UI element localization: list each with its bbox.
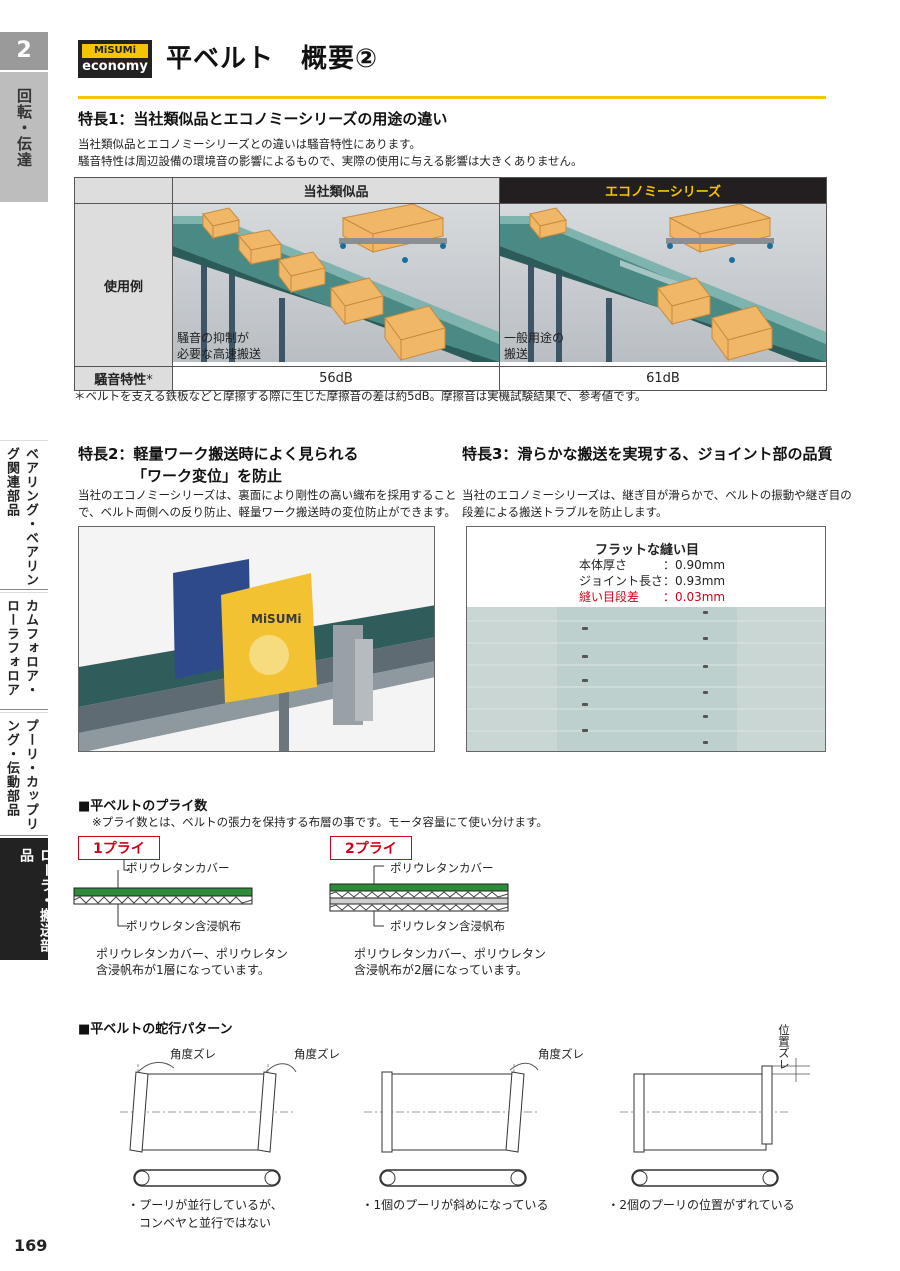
sidebar-item-roller-active[interactable]: ローラ・搬送部品 [0, 838, 54, 960]
seam-spec-label: ジョイント長さ [579, 574, 664, 588]
sidebar-item-bearing[interactable]: ベアリング・ベアリング関連部品 [0, 440, 48, 590]
usage-illustration-similar: 騒音の抑制が 必要な高速搬送 [172, 203, 500, 367]
ply-2-top-label: ポリウレタンカバー [390, 861, 494, 875]
conveyor-illustration-icon [173, 203, 499, 362]
caption-line: ・プーリが並行しているが、 [127, 1198, 283, 1212]
noise-value-economy: 61dB [499, 366, 827, 391]
desc-line: 含浸帆布が1層になっています。 [96, 963, 270, 977]
feature2-text-line: 当社のエコノミーシリーズは、裏面により剛性の高い織布を採用すること [78, 488, 457, 502]
feature2-heading: 特長2：軽量ワーク搬送時によく見られる 「ワーク変位」を防止 [78, 443, 358, 487]
ply-2-label: 2プライ [330, 836, 412, 860]
seam-box-title: フラットな縫い目 [594, 543, 699, 558]
feature2-text: 当社のエコノミーシリーズは、裏面により剛性の高い織布を採用すること で、ベルト両… [78, 487, 456, 521]
ply-2-diagram-icon [329, 865, 509, 927]
snake-case3-diagram-icon [620, 1058, 810, 1187]
feature1-heading: 特長1：当社類似品とエコノミーシリーズの用途の違い [78, 110, 448, 128]
ply-heading: ■平ベルトのプライ数 [78, 799, 208, 814]
feature2-photo: MiSUMi [78, 526, 435, 752]
page-number: 169 [14, 1236, 48, 1255]
angle-label-2: 角度ズレ [538, 1047, 584, 1061]
box-brand-text: MiSUMi [251, 612, 302, 626]
usage-caption-economy: 一般用途の 搬送 [504, 330, 564, 362]
seam-spec-row: 縫い目段差 ：0.03mm [579, 589, 725, 605]
table-corner [74, 177, 173, 204]
title-underline [78, 96, 826, 99]
snake-case1-diagram-icon [120, 1062, 297, 1187]
feature3-text-line: 当社のエコノミーシリーズは、継ぎ目が滑らかで、ベルトの振動や継ぎ目の [462, 488, 852, 502]
comparison-table: 当社類似品 エコノミーシリーズ 使用例 [74, 177, 827, 391]
feature1-footnote: ＊ベルトを支える鉄板などと摩擦する際に生じた摩擦音の差は約5dB。摩擦音は実機試… [74, 389, 647, 403]
ply-2-bottom-label: ポリウレタン含浸帆布 [390, 919, 505, 933]
noise-value-similar: 56dB [172, 366, 500, 391]
conveyor-illustration-icon [500, 203, 826, 362]
belt-seam-photo-icon [467, 607, 825, 751]
snake-case2-diagram-icon [364, 1062, 540, 1187]
snake-case1-caption: ・プーリが並行しているが、 コンベヤと並行ではない [120, 1196, 290, 1232]
row-label-usage: 使用例 [74, 203, 173, 367]
usage-illustration-economy: 一般用途の 搬送 [499, 203, 827, 367]
ply-note: ※プライ数とは、ベルトの張力を保持する布層の事です。モータ容量にて使い分けます。 [92, 815, 548, 829]
feature1-text: 当社類似品とエコノミーシリーズとの違いは騒音特性にあります。 騒音特性は周辺設備… [78, 136, 583, 170]
feature1-text-line: 騒音特性は周辺設備の環境音の影響によるもので、実際の使用に与える影響は大きくあり… [78, 154, 583, 168]
caption-line: 騒音の抑制が [177, 331, 250, 345]
row-label-noise-text: 騒音特性 [94, 373, 147, 388]
ply-2-description: ポリウレタンカバー、ポリウレタン 含浸帆布が2層になっています。 [354, 946, 546, 978]
sidebar-item-label: プーリ・カップリング・伝動部品 [4, 719, 38, 831]
seam-spec-row: ジョイント長さ：0.93mm [579, 573, 725, 589]
asterisk-mark: * [146, 373, 153, 388]
desc-line: 含浸帆布が2層になっています。 [354, 963, 528, 977]
feature3-text: 当社のエコノミーシリーズは、継ぎ目が滑らかで、ベルトの振動や継ぎ目の 段差による… [462, 487, 852, 521]
col-header-economy: エコノミーシリーズ [499, 177, 827, 204]
position-label: 位置ズレ [777, 1024, 791, 1070]
seam-spec-value: ：0.93mm [663, 574, 726, 588]
desc-line: ポリウレタンカバー、ポリウレタン [354, 947, 546, 961]
logo-bottom-text: economy [82, 59, 148, 74]
misumi-economy-logo: MiSUMi economy [78, 40, 152, 78]
usage-caption-similar: 騒音の抑制が 必要な高速搬送 [177, 330, 261, 362]
seam-spec-value: ：0.90mm [663, 558, 726, 572]
conveyor-box-photo-icon: MiSUMi [79, 527, 434, 751]
seam-spec-row: 本体厚さ ：0.90mm [579, 557, 725, 573]
row-label-noise: 騒音特性* [74, 366, 173, 391]
snake-case3-caption: ・2個のプーリの位置がずれている [607, 1198, 795, 1212]
feature2-text-line: で、ベルト両側への反り防止、軽量ワーク搬送時の変位防止ができます。 [78, 505, 456, 519]
ply-1-description: ポリウレタンカバー、ポリウレタン 含浸帆布が1層になっています。 [96, 946, 288, 978]
chapter-title: 回転・伝達 [15, 88, 33, 168]
sidebar-item-label: カムフォロア・ローラフォロア [4, 599, 38, 697]
seam-spec-label: 縫い目段差 [579, 590, 640, 604]
caption-line: 必要な高速搬送 [177, 347, 262, 361]
feature2-heading-line: 特長2：軽量ワーク搬送時によく見られる [78, 445, 359, 463]
sidebar-item-pulley[interactable]: プーリ・カップリング・伝動部品 [0, 712, 48, 836]
seam-spec-label: 本体厚さ [579, 558, 628, 572]
chapter-number-tab: 2 [0, 32, 48, 70]
caption-line: コンベヤと並行ではない [138, 1216, 271, 1230]
desc-line: ポリウレタンカバー、ポリウレタン [96, 947, 288, 961]
sidebar-item-cam-follower[interactable]: カムフォロア・ローラフォロア [0, 592, 48, 710]
angle-label-1b: 角度ズレ [294, 1047, 340, 1061]
ply-1-label: 1プライ [78, 836, 160, 860]
caption-line: 搬送 [504, 347, 529, 361]
angle-label-1a: 角度ズレ [170, 1047, 216, 1061]
ply-1-top-label: ポリウレタンカバー [126, 861, 230, 875]
feature3-text-line: 段差による搬送トラブルを防止します。 [462, 505, 668, 519]
feature3-heading: 特長3：滑らかな搬送を実現する、ジョイント部の品質 [462, 445, 833, 463]
chapter-title-tab: 回転・伝達 [0, 72, 48, 202]
sidebar-item-label: ローラ・搬送部品 [18, 848, 54, 953]
feature2-heading-line: 「ワーク変位」を防止 [132, 467, 283, 485]
caption-line: 一般用途の [504, 331, 565, 345]
sidebar-item-label: ベアリング・ベアリング関連部品 [4, 447, 38, 587]
feature1-text-line: 当社類似品とエコノミーシリーズとの違いは騒音特性にあります。 [78, 137, 421, 151]
ply-1-bottom-label: ポリウレタン含浸帆布 [126, 919, 241, 933]
snake-case2-caption: ・1個のプーリが斜めになっている [361, 1198, 549, 1212]
page-title: 平ベルト 概要② [166, 44, 379, 74]
ply-1-diagram-icon [73, 860, 253, 927]
seam-spec-value: ：0.03mm [663, 590, 726, 604]
snake-heading: ■平ベルトの蛇行パターン [78, 1022, 233, 1037]
col-header-similar: 当社類似品 [172, 177, 500, 204]
logo-top-text: MiSUMi [82, 44, 148, 58]
